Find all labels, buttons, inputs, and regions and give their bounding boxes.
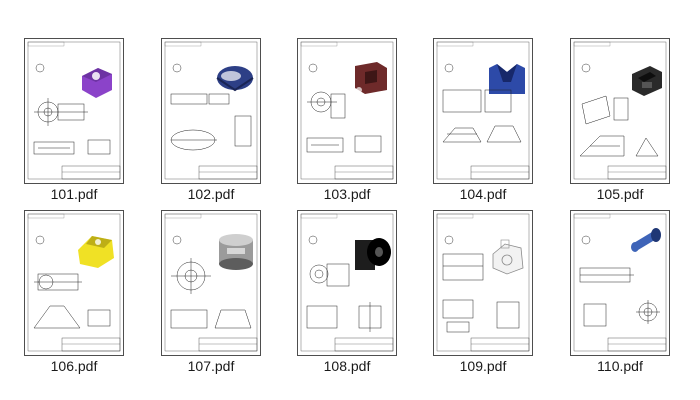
file-name-label: 108.pdf bbox=[323, 358, 371, 374]
pdf-thumbnail[interactable] bbox=[297, 210, 397, 356]
part-3d-render-icon bbox=[82, 68, 112, 98]
file-tile-110[interactable]: 110.pdf bbox=[570, 210, 670, 378]
pdf-thumbnail[interactable] bbox=[24, 210, 124, 356]
pdf-thumbnail[interactable] bbox=[297, 38, 397, 184]
part-3d-render-icon bbox=[632, 66, 662, 96]
part-3d-render-icon bbox=[489, 64, 525, 94]
file-tile-104[interactable]: 104.pdf bbox=[433, 38, 533, 206]
file-tile-105[interactable]: 105.pdf bbox=[570, 38, 670, 206]
pdf-thumbnail[interactable] bbox=[161, 38, 261, 184]
file-tile-106[interactable]: 106.pdf bbox=[24, 210, 124, 378]
file-name-label: 104.pdf bbox=[459, 186, 507, 202]
pdf-thumbnail[interactable] bbox=[570, 38, 670, 184]
file-name-label: 109.pdf bbox=[459, 358, 507, 374]
part-3d-render-icon bbox=[219, 234, 253, 270]
pdf-thumbnail[interactable] bbox=[433, 38, 533, 184]
file-name-label: 106.pdf bbox=[50, 358, 98, 374]
file-name-label: 107.pdf bbox=[187, 358, 235, 374]
part-3d-render-icon bbox=[78, 236, 114, 268]
pdf-thumbnail[interactable] bbox=[433, 210, 533, 356]
file-tile-103[interactable]: 103.pdf bbox=[297, 38, 397, 206]
file-name-label: 103.pdf bbox=[323, 186, 371, 202]
pdf-thumbnail[interactable] bbox=[570, 210, 670, 356]
pdf-thumbnail[interactable] bbox=[161, 210, 261, 356]
part-3d-render-icon bbox=[355, 62, 387, 94]
file-name-label: 102.pdf bbox=[187, 186, 235, 202]
file-name-label: 105.pdf bbox=[596, 186, 644, 202]
file-tile-107[interactable]: 107.pdf bbox=[161, 210, 261, 378]
file-name-label: 101.pdf bbox=[50, 186, 98, 202]
file-tile-101[interactable]: 101.pdf bbox=[24, 38, 124, 206]
pdf-thumbnail[interactable] bbox=[24, 38, 124, 184]
part-3d-render-icon bbox=[355, 238, 391, 270]
file-name-label: 110.pdf bbox=[597, 358, 643, 374]
part-3d-render-icon bbox=[216, 66, 254, 92]
file-tile-102[interactable]: 102.pdf bbox=[161, 38, 261, 206]
file-tile-109[interactable]: 109.pdf bbox=[433, 210, 533, 378]
part-3d-render-icon bbox=[631, 228, 661, 252]
file-tile-108[interactable]: 108.pdf bbox=[297, 210, 397, 378]
part-3d-render-icon bbox=[492, 239, 524, 275]
